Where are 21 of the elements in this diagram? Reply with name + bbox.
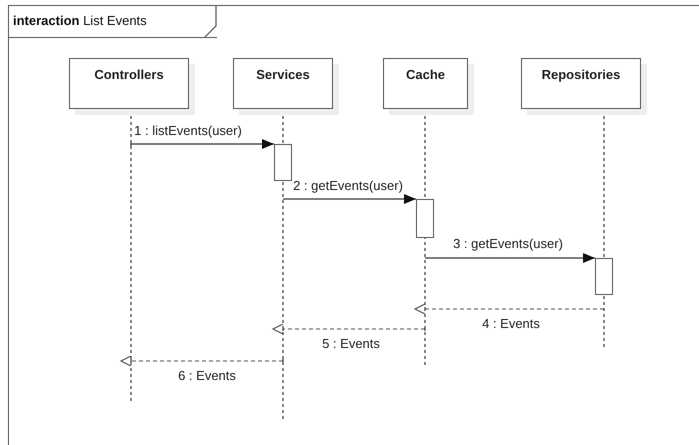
message-label: 3 : getEvents(user) <box>452 237 564 251</box>
lifeline-name: Services <box>256 67 310 84</box>
frame-title: interaction List Events <box>13 13 147 28</box>
interaction-frame <box>8 5 699 445</box>
lifeline-name: Repositories <box>542 67 620 84</box>
message-label: 5 : Events <box>321 337 381 351</box>
message-arrow <box>131 139 274 149</box>
return-message-arrow <box>272 323 425 335</box>
return-message-arrow <box>414 303 604 315</box>
activation-bar <box>274 144 292 181</box>
message-label: 6 : Events <box>177 369 237 383</box>
return-message-arrow <box>120 355 283 367</box>
message-label: 4 : Events <box>481 317 541 331</box>
activation-bar <box>416 199 434 238</box>
lifeline-name: Cache <box>406 67 446 84</box>
lifeline-name: Controllers <box>94 67 164 84</box>
activation-bar <box>595 258 613 295</box>
message-arrow <box>425 253 595 263</box>
message-label: 1 : listEvents(user) <box>133 124 243 138</box>
message-arrow <box>283 194 416 204</box>
message-label: 2 : getEvents(user) <box>292 179 404 193</box>
